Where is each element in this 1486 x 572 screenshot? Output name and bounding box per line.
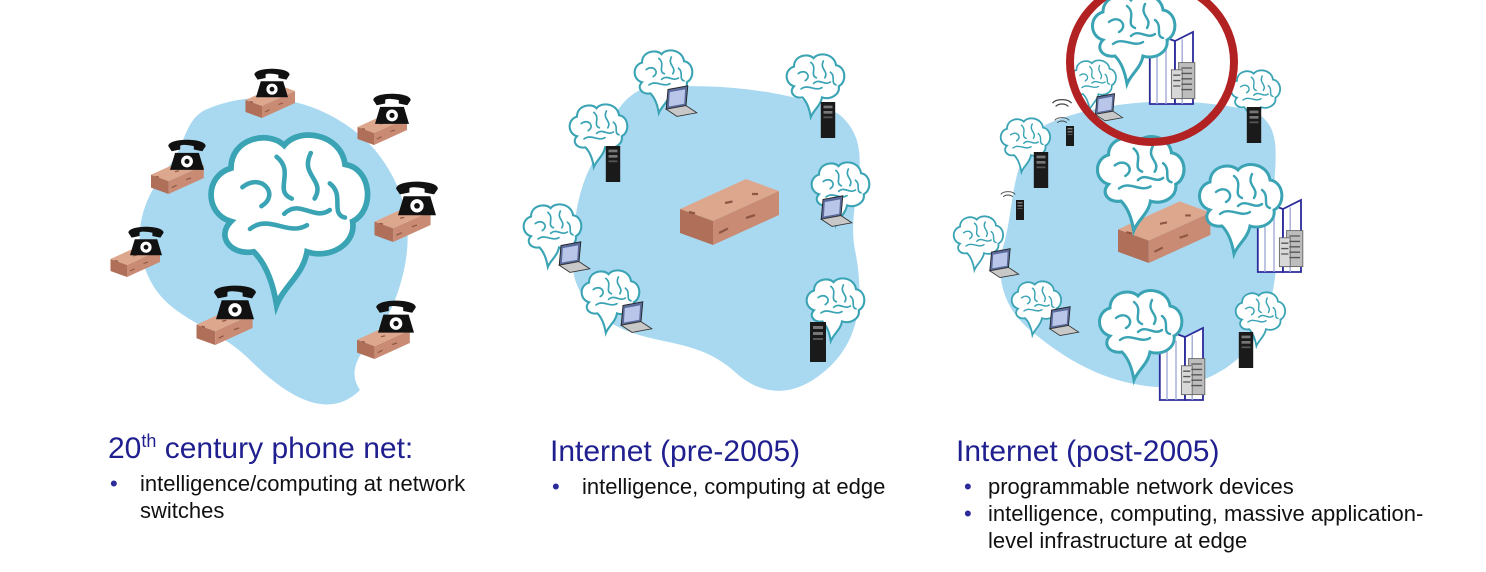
- server-tower-icon: [1238, 332, 1254, 368]
- server-tower-icon: [1033, 152, 1049, 188]
- server-tower-icon: [820, 102, 836, 138]
- pre-2005-panel: [522, 49, 871, 391]
- server-tower-icon: [1066, 126, 1074, 146]
- pre-2005-caption: Internet (pre-2005) •intelligence, compu…: [550, 435, 910, 500]
- post-2005-title: Internet (post-2005): [956, 435, 1220, 468]
- telephone-icon: [396, 181, 438, 216]
- list-item: •intelligence, computing at edge: [552, 474, 886, 499]
- server-tower-icon: [1246, 107, 1262, 143]
- post-2005-panel: [952, 0, 1304, 401]
- telephone-brick-2: [356, 93, 411, 146]
- telephone-icon: [254, 68, 290, 98]
- list-item: •programmable network devices: [964, 474, 1294, 499]
- list-item: •intelligence/computing at network switc…: [110, 471, 466, 523]
- server-tower-icon: [605, 146, 621, 182]
- post-2005-caption: Internet (post-2005) •programmable netwo…: [956, 435, 1436, 554]
- pre-2005-title: Internet (pre-2005): [550, 435, 801, 468]
- highlight-ring: [1066, 0, 1238, 146]
- phone-net-bullets: •intelligence/computing at network switc…: [108, 470, 508, 524]
- phone-net-title: 20th century phone net:: [108, 431, 414, 465]
- wireless-signal-icon: [1051, 98, 1073, 108]
- list-item: •intelligence, computing, massive applic…: [964, 501, 1424, 553]
- telephone-icon: [373, 93, 411, 124]
- phone-net-caption: 20th century phone net: •intelligence/co…: [108, 432, 508, 524]
- post-2005-bullets: •programmable network devices •intellige…: [956, 473, 1436, 554]
- phone-net-panel: [109, 68, 438, 405]
- server-tower-icon: [1016, 200, 1024, 220]
- server-tower-icon: [810, 322, 826, 362]
- pre-2005-bullets: •intelligence, computing at edge: [550, 473, 910, 500]
